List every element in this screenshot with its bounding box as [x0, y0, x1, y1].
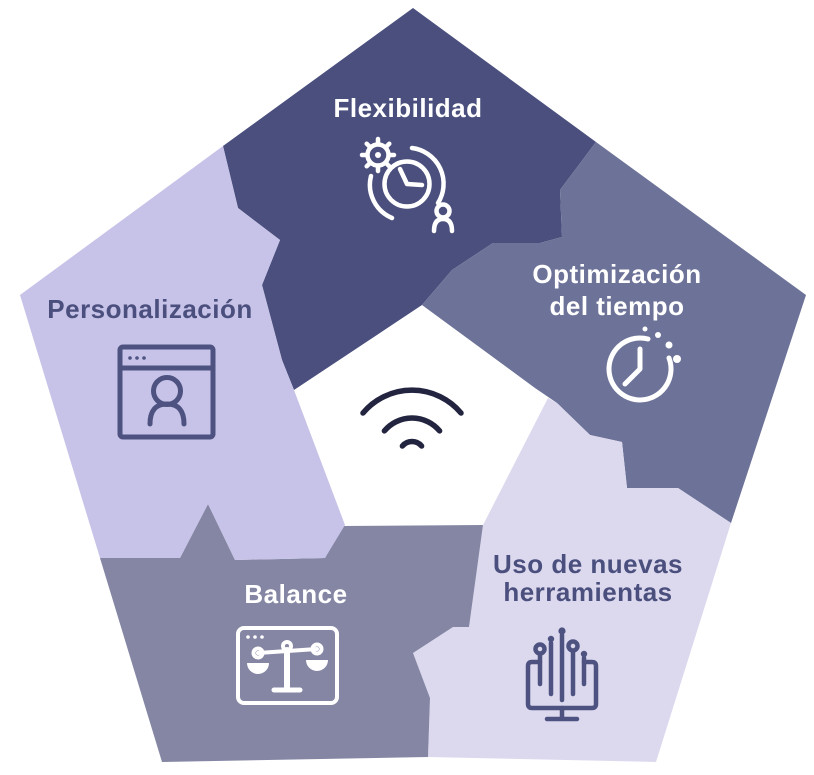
label-optimizacion-line2: del tiempo: [549, 291, 684, 321]
segment-personalizacion: [20, 146, 345, 560]
segment-optimizacion-del-tiempo: [422, 142, 806, 523]
label-balance: Balance: [244, 579, 347, 609]
browser-person-icon: [117, 344, 216, 440]
segment-flexibilidad: [223, 8, 596, 390]
label-uso-line2: herramientas: [503, 577, 672, 607]
clock-icon: [606, 326, 681, 403]
label-optimizacion-line1: Optimización: [532, 259, 701, 289]
segment-uso-de-nuevas-herramientas: [413, 398, 731, 762]
monitor-circuit-icon: [525, 627, 599, 722]
label-personalizacion: Personalización: [47, 294, 252, 324]
browser-scale-icon: [236, 626, 339, 705]
label-uso-line1: Uso de nuevas: [493, 549, 683, 579]
label-flexibilidad: Flexibilidad: [333, 93, 482, 123]
segment-balance: [100, 504, 483, 762]
gear-clock-person-icon: [359, 136, 455, 234]
wifi-icon: [360, 387, 464, 449]
